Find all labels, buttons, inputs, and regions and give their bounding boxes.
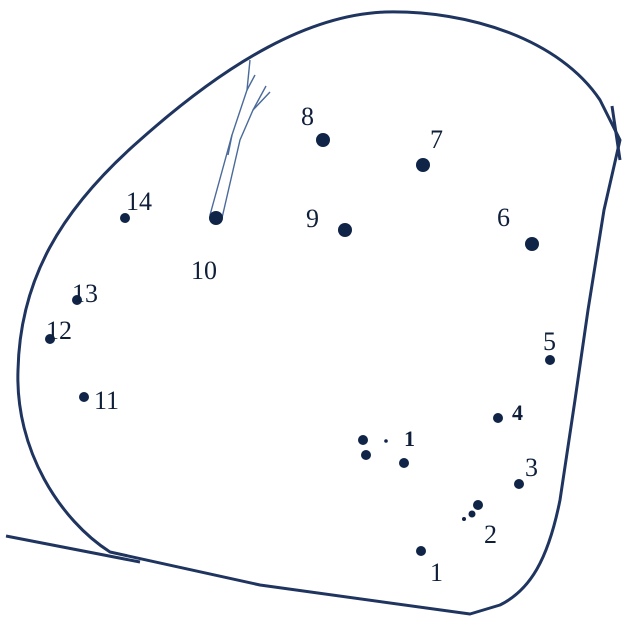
outline-shape [18, 12, 620, 614]
dot-9 [338, 223, 352, 237]
dot-2a [473, 500, 483, 510]
label-6: 6 [497, 205, 510, 231]
dot-inner-a [358, 435, 368, 445]
label-3: 3 [525, 455, 538, 481]
dot-5 [545, 355, 555, 365]
dot-3 [514, 479, 524, 489]
label-13: 13 [72, 281, 98, 307]
dot-inner-tiny [384, 439, 388, 443]
dot-7 [416, 158, 430, 172]
label-9: 9 [306, 206, 319, 232]
label-8: 8 [301, 104, 314, 130]
label-1: 1 [430, 560, 443, 586]
dot-6 [525, 237, 539, 251]
branch-icon [210, 60, 270, 218]
dot-10 [209, 211, 223, 225]
dot-8 [316, 133, 330, 147]
label-10: 10 [191, 258, 217, 284]
dot-1 [416, 546, 426, 556]
label-14: 14 [126, 189, 152, 215]
label-4: 4 [512, 402, 523, 424]
dot-2c [462, 517, 466, 521]
dot-4 [493, 413, 503, 423]
dot-inner-b [361, 450, 371, 460]
label-12: 12 [46, 318, 72, 344]
dot-2b [469, 511, 476, 518]
dots [45, 133, 555, 556]
dot-11 [79, 392, 89, 402]
baseline-line [6, 536, 140, 562]
label-inner-1: 1 [404, 428, 415, 450]
label-11: 11 [94, 388, 119, 414]
label-7: 7 [430, 127, 443, 153]
label-2: 2 [484, 522, 497, 548]
label-5: 5 [543, 329, 556, 355]
dot-inner-c [399, 458, 409, 468]
